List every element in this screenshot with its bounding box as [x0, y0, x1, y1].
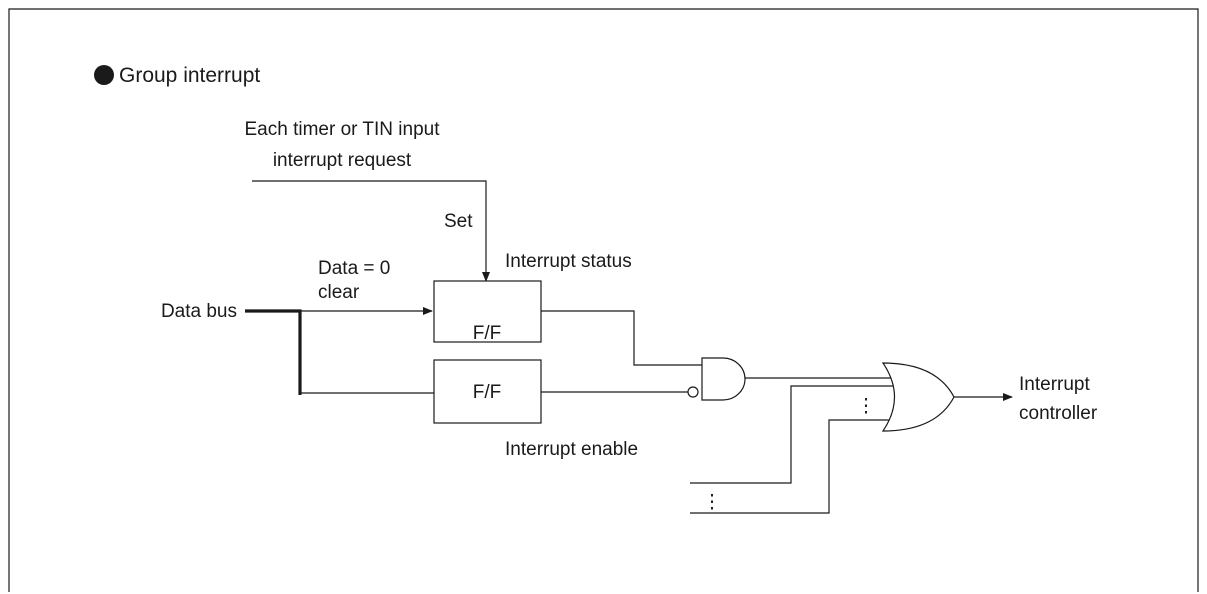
bullet-icon: [94, 65, 114, 85]
status-flip-flop: [433, 280, 542, 343]
data-zero-label: Data = 0: [318, 258, 390, 279]
request-label-line1: Each timer or TIN input: [244, 119, 440, 140]
and-gate: [701, 357, 746, 401]
frame-border: [8, 8, 1199, 592]
or-ellipsis: ⋮: [857, 396, 876, 417]
enable-flip-flop: [433, 359, 542, 424]
data-bus-label: Data bus: [161, 301, 237, 322]
or-input-wire-a: [690, 385, 898, 484]
enable-ff-label: F/F: [473, 382, 502, 403]
data-bus-wire: [245, 309, 302, 395]
or-gate: [881, 362, 955, 432]
clear-label: clear: [318, 282, 360, 303]
controller-label-line1: Interrupt: [1019, 374, 1090, 395]
controller-label-line2: controller: [1019, 403, 1098, 424]
set-label: Set: [444, 211, 473, 232]
heading-text: Group interrupt: [119, 64, 260, 87]
status-ff-label: F/F: [473, 323, 502, 344]
interrupt-status-label: Interrupt status: [505, 251, 632, 272]
or-input-wire-b: [690, 419, 895, 514]
inverter-bubble: [687, 386, 699, 398]
input-ellipsis: ⋮: [703, 492, 722, 513]
interrupt-enable-label: Interrupt enable: [505, 439, 638, 460]
request-label-line2: interrupt request: [273, 150, 412, 171]
status-output-wire: [541, 310, 702, 366]
request-wire: [252, 180, 490, 282]
